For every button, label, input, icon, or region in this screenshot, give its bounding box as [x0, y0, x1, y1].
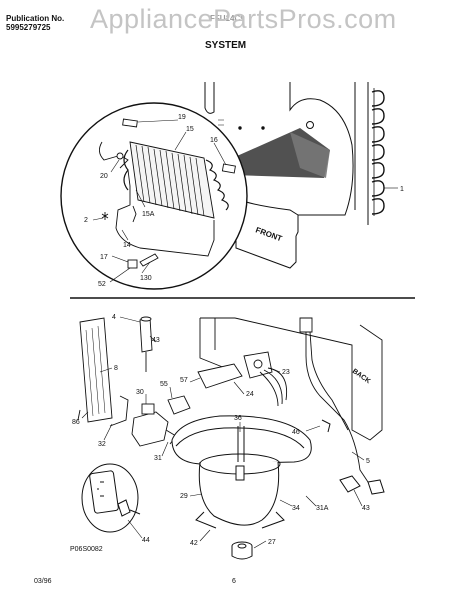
- callout-17: 17: [100, 254, 108, 261]
- section-title: SYSTEM: [205, 40, 247, 51]
- callout-57: 57: [180, 377, 188, 384]
- callout-8: 8: [114, 365, 118, 372]
- outlet-and-cord: [81, 463, 141, 533]
- callout-15: 15: [186, 126, 194, 133]
- back-label: BACK: [351, 368, 372, 385]
- callout-36: 36: [234, 415, 242, 422]
- grommet: [231, 541, 253, 560]
- temperature-control: [197, 317, 373, 489]
- callout-19: 19: [178, 114, 186, 121]
- drier-filter: [139, 316, 153, 372]
- callout-130: 130: [140, 275, 152, 282]
- callout-27: 27: [268, 539, 276, 546]
- callout-29: 29: [180, 493, 188, 500]
- callout-44: 44: [142, 537, 150, 544]
- footer-date: 03/96: [34, 578, 52, 585]
- callout-2: 2: [84, 217, 88, 224]
- callout-20: 20: [100, 173, 108, 180]
- callout-5: 5: [366, 458, 370, 465]
- callout-16: 16: [210, 137, 218, 144]
- model-number: FFU14C9: [210, 14, 245, 23]
- callout-86: 86: [72, 419, 80, 426]
- callout-43-cord: 43: [362, 505, 370, 512]
- callout-34: 34: [292, 505, 300, 512]
- page-number: 6: [232, 578, 236, 585]
- cabinet-back: [199, 317, 383, 441]
- watermark: AppliancePartsPros.com: [90, 4, 397, 34]
- callout-31: 31: [154, 455, 162, 462]
- top-leader-lines: [92, 119, 227, 283]
- callout-52: 52: [98, 281, 106, 288]
- callout-42: 42: [190, 540, 198, 547]
- condenser-panel: [77, 317, 113, 423]
- callout-15a: 15A: [142, 211, 155, 218]
- callout-24: 24: [246, 391, 254, 398]
- front-label: FRONT: [254, 225, 283, 243]
- callout-43-drier: 43: [152, 337, 160, 344]
- callout-32: 32: [98, 441, 106, 448]
- figure-code: P06S0082: [70, 546, 103, 553]
- bottom-leader-lines: [81, 316, 365, 549]
- callout-1: 1: [400, 186, 404, 193]
- evaporator-coil: [99, 118, 236, 269]
- publication-label: Publication No.: [6, 14, 65, 23]
- callout-46: 46: [292, 429, 300, 436]
- callout-4: 4: [112, 314, 116, 321]
- relay-and-overload: [109, 395, 191, 447]
- callout-31a: 31A: [316, 505, 329, 512]
- callout-55: 55: [160, 381, 168, 388]
- callout-30: 30: [136, 389, 144, 396]
- compressor: [171, 415, 385, 529]
- cabinet-illustration: [204, 82, 398, 269]
- callout-23: 23: [282, 369, 290, 376]
- publication-number: 5995279725: [6, 23, 51, 32]
- callout-14: 14: [123, 242, 131, 249]
